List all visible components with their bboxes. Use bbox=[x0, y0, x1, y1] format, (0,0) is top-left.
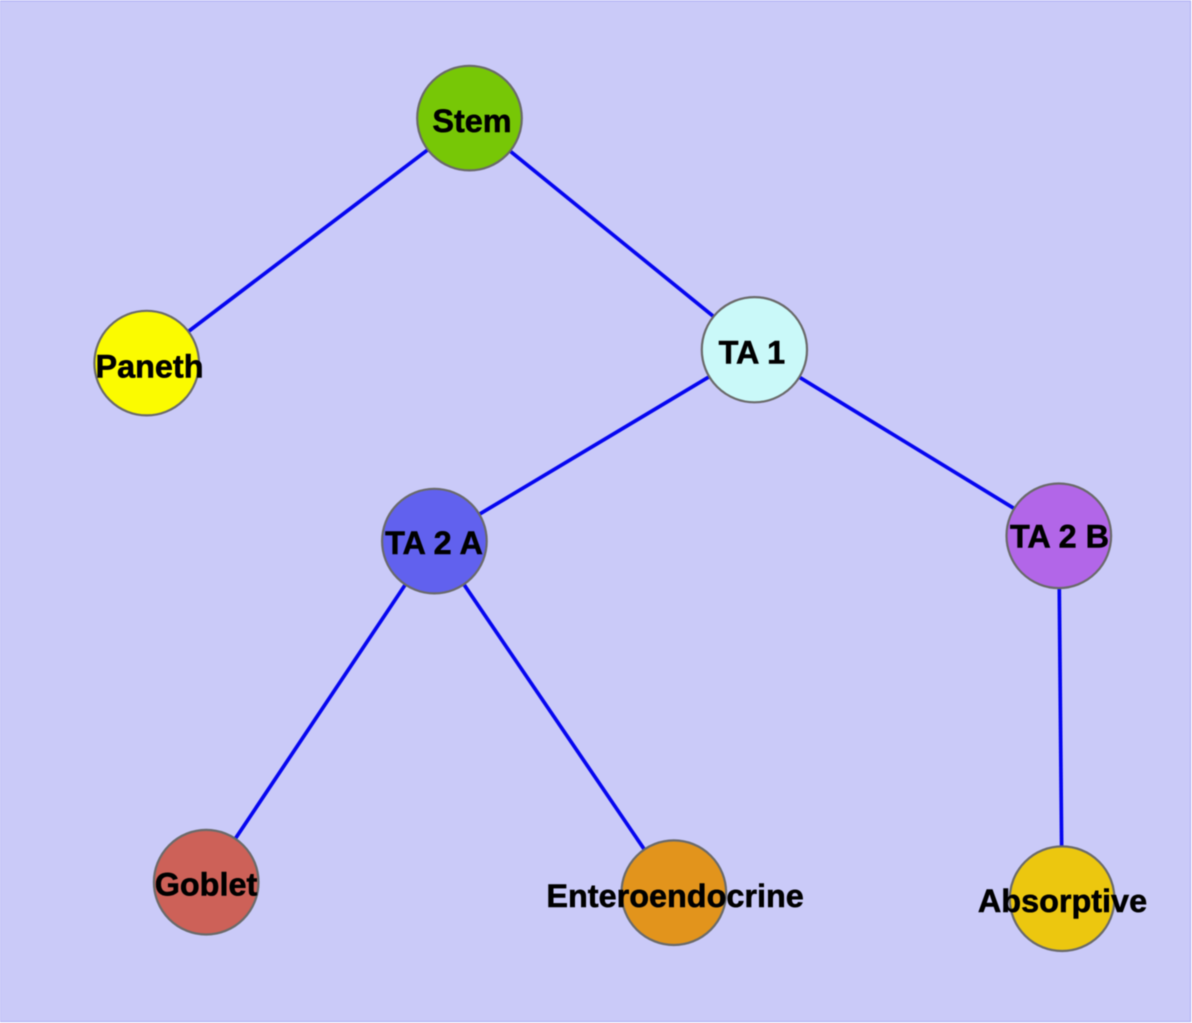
svg-text:Paneth: Paneth bbox=[96, 348, 204, 384]
svg-text:Absorptive: Absorptive bbox=[978, 883, 1147, 919]
svg-text:TA 2 B: TA 2 B bbox=[1010, 518, 1109, 554]
svg-text:TA 1: TA 1 bbox=[719, 334, 786, 370]
svg-text:Goblet: Goblet bbox=[155, 866, 258, 902]
svg-text:Enteroendocrine: Enteroendocrine bbox=[546, 878, 803, 914]
svg-text:Stem: Stem bbox=[432, 103, 511, 139]
svg-text:TA 2 A: TA 2 A bbox=[385, 525, 483, 561]
